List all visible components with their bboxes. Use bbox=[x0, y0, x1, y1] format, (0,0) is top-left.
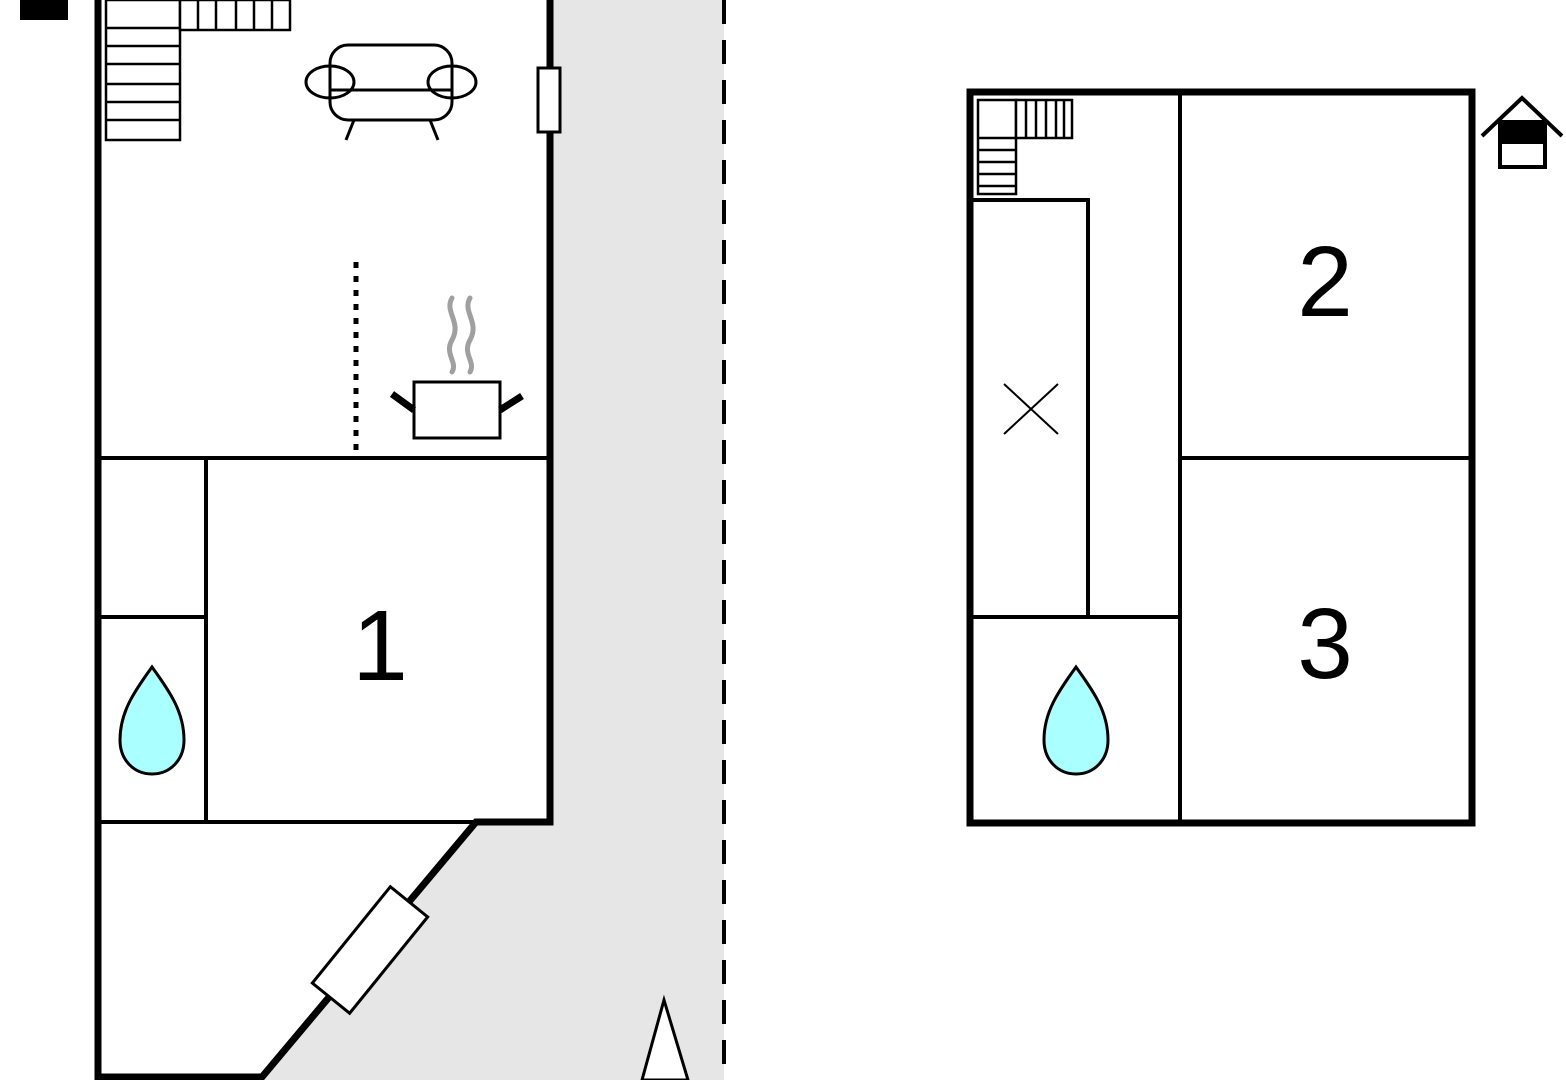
water-drop-icon bbox=[118, 664, 186, 776]
entrance-arrow-icon bbox=[640, 994, 690, 1080]
sofa-icon bbox=[304, 43, 478, 141]
room-label-2: 2 bbox=[1297, 226, 1353, 338]
void-wall bbox=[972, 198, 1090, 617]
stairs-icon bbox=[976, 98, 1074, 196]
ground-floor: 1 bbox=[94, 0, 562, 1080]
room-label-3: 3 bbox=[1297, 588, 1353, 700]
door-icon bbox=[310, 884, 430, 1016]
water-drop-icon bbox=[1042, 664, 1110, 776]
north-marker-icon bbox=[20, 0, 68, 20]
outdoor-path bbox=[262, 0, 726, 1080]
stairs-icon bbox=[104, 0, 292, 142]
room-label-1: 1 bbox=[352, 590, 408, 702]
void-cross-icon bbox=[1003, 383, 1059, 435]
window-icon bbox=[536, 66, 562, 134]
upper-floor: 2 3 bbox=[966, 88, 1564, 827]
cooking-pot-icon bbox=[389, 295, 524, 440]
house-floor-icon bbox=[1480, 95, 1564, 169]
upper-floor-outer-wall bbox=[966, 88, 1476, 827]
